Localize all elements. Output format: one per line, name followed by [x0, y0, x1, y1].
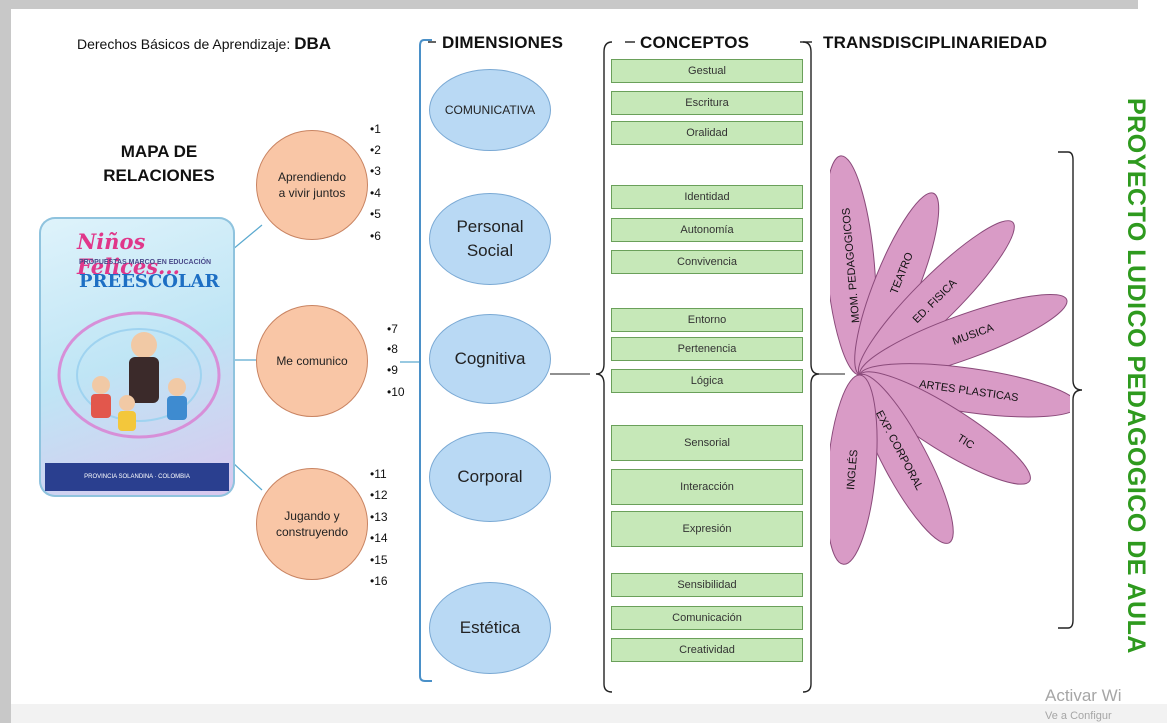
- dimension-corporal: Corporal: [429, 432, 551, 522]
- window-frame-bottom: [11, 704, 1167, 723]
- activation-watermark-sub: Ve a Configur: [1045, 710, 1112, 722]
- concept-box: Interacción: [611, 469, 803, 505]
- dba-number: •10: [387, 385, 405, 399]
- dba-number: •13: [370, 510, 388, 524]
- concept-box: Identidad: [611, 185, 803, 209]
- book-title: Niños Felices...: [77, 229, 180, 279]
- dba-number: •1: [370, 122, 381, 136]
- dba-circle-me-comunico: Me comunico: [256, 305, 368, 417]
- dimension-estetica: Estética: [429, 582, 551, 674]
- concept-box: Sensibilidad: [611, 573, 803, 597]
- book-subtitle: PROPUESTAS MARCO EN EDUCACIÓN: [79, 259, 212, 266]
- conceptos-heading: CONCEPTOS: [640, 33, 750, 52]
- dimension-label: Personal Social: [456, 217, 524, 260]
- dba-number: •2: [370, 143, 381, 157]
- concept-box: Escritura: [611, 91, 803, 115]
- dimension-personal-social: Personal Social: [429, 193, 551, 285]
- concept-box: Pertenencia: [611, 337, 803, 361]
- concept-box: Gestual: [611, 59, 803, 83]
- petal-label: INGLÉS: [844, 449, 860, 490]
- book-illustration: [57, 311, 221, 439]
- dba-number: •12: [370, 488, 388, 502]
- dba-number: •14: [370, 531, 388, 545]
- activation-watermark: Activar Wi: [1045, 686, 1122, 705]
- concept-box: Sensorial: [611, 425, 803, 461]
- dba-number: •4: [370, 186, 381, 200]
- dimension-label: Estética: [459, 618, 521, 637]
- dba-heading: Derechos Básicos de Aprendizaje:DBA: [77, 34, 331, 54]
- project-title: PROYECTO LUDICO PEDAGOGICO DE AULA: [1122, 98, 1150, 654]
- dba-number: •11: [370, 467, 387, 481]
- dba-number: •8: [387, 342, 398, 356]
- concept-box: Convivencia: [611, 250, 803, 274]
- concept-box: Comunicación: [611, 606, 803, 630]
- dimensiones-heading: DIMENSIONES: [442, 33, 564, 52]
- concept-box: Autonomía: [611, 218, 803, 242]
- book-footer: PROVINCIA SOLANDINA · COLOMBIA: [45, 463, 229, 491]
- dba-number: •6: [370, 229, 381, 243]
- book-cover-image: Niños Felices... PROPUESTAS MARCO EN EDU…: [39, 217, 235, 497]
- concept-box: Expresión: [611, 511, 803, 547]
- dba-number: •7: [387, 322, 398, 336]
- transdisciplinariedad-heading: TRANSDISCIPLINARIEDAD: [823, 33, 1048, 52]
- concept-box: Oralidad: [611, 121, 803, 145]
- window-frame-top: [0, 0, 1138, 9]
- dba-circle-jugando: Jugando y construyendo: [256, 468, 368, 580]
- dba-number: •16: [370, 574, 388, 588]
- concept-box: Creatividad: [611, 638, 803, 662]
- dba-number: •3: [370, 164, 381, 178]
- transdisciplinary-flower: MOM. PEDAGOGICOS TEATRO ED. FISICA MUSIC…: [830, 155, 1070, 565]
- dba-number: •9: [387, 363, 398, 377]
- dimension-label: Corporal: [457, 467, 523, 486]
- dimension-comunicativa: COMUNICATIVA: [429, 69, 551, 151]
- dimension-cognitiva: Cognitiva: [429, 314, 551, 404]
- dba-number: •15: [370, 553, 388, 567]
- dba-number: •5: [370, 207, 381, 221]
- dba-prefix: Derechos Básicos de Aprendizaje:: [77, 36, 291, 52]
- dba-circle-label: Me comunico: [276, 354, 348, 368]
- dba-circle-label: Aprendiendo a vivir juntos: [277, 170, 347, 200]
- mapa-title: MAPA DE RELACIONES: [103, 142, 215, 185]
- dba-circle-label: Jugando y construyendo: [275, 509, 349, 539]
- concept-box: Entorno: [611, 308, 803, 332]
- dimension-label: COMUNICATIVA: [444, 103, 536, 117]
- window-frame-left: [0, 0, 11, 723]
- concept-box: Lógica: [611, 369, 803, 393]
- dimension-label: Cognitiva: [454, 349, 526, 368]
- book-level: PREESCOLAR: [79, 271, 220, 292]
- dba-circle-aprendiendo: Aprendiendo a vivir juntos: [256, 130, 368, 240]
- dba-label: DBA: [294, 34, 332, 53]
